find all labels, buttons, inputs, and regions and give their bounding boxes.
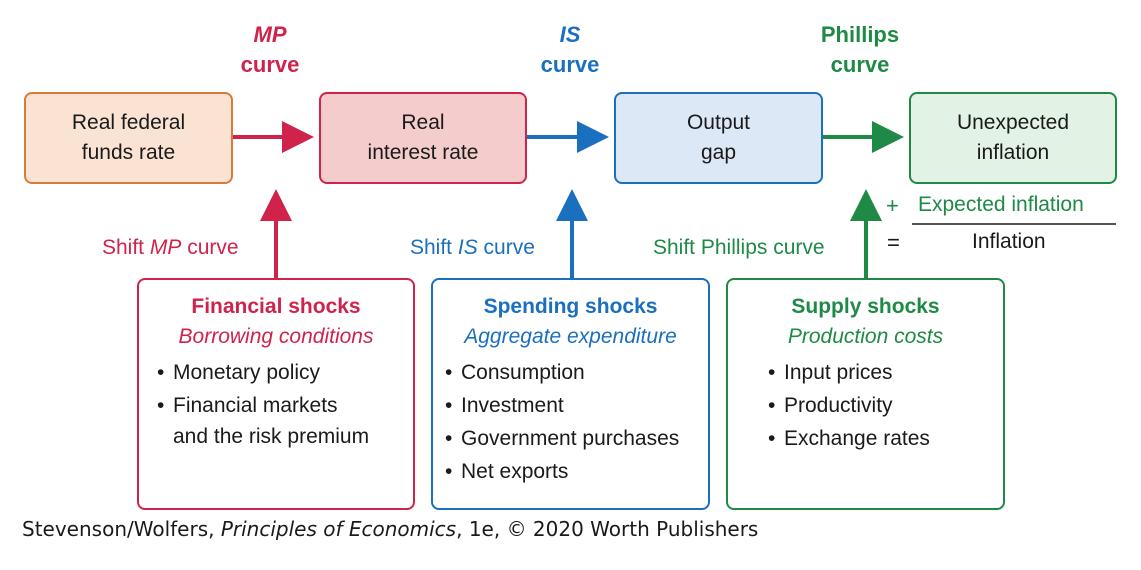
shift-suffix: curve xyxy=(181,236,239,259)
box-line: gap xyxy=(700,141,737,164)
spending-shocks-title: Spending shocks xyxy=(483,295,658,318)
list-item-text: Monetary policy xyxy=(173,361,321,384)
list-item: Productivity xyxy=(768,389,1003,422)
shift-is-curve-label: Shift IS curve xyxy=(410,236,535,260)
list-item-text: Input prices xyxy=(784,361,893,384)
shift-mp-curve-label: Shift MP curve xyxy=(102,236,239,260)
shift-suffix: curve xyxy=(477,236,535,259)
caption-authors: Stevenson/Wolfers, xyxy=(22,517,221,541)
real-federal-funds-rate-box: Real federal funds rate xyxy=(24,92,233,184)
source-caption: Stevenson/Wolfers, Principles of Economi… xyxy=(22,517,758,541)
caption-book-title: Principles of Economics xyxy=(220,517,457,541)
supply-shocks-list: Input prices Productivity Exchange rates xyxy=(728,356,1003,455)
phillips-curve-name: Phillips xyxy=(820,22,900,47)
phillips-curve-label: Phillips curve xyxy=(800,20,920,80)
caption-rest: , 1e, © 2020 Worth Publishers xyxy=(456,517,759,541)
spending-shocks-list: Consumption Investment Government purcha… xyxy=(433,356,708,488)
list-item: Input prices xyxy=(768,356,1003,389)
list-item: Exchange rates xyxy=(768,422,1003,455)
shift-prefix: Shift xyxy=(410,236,458,259)
is-curve-suffix: curve xyxy=(540,52,600,77)
shift-mp-name: MP xyxy=(149,236,182,259)
box-line: funds rate xyxy=(81,141,176,164)
list-item: Consumption xyxy=(445,356,708,389)
spending-shocks-subtitle: Aggregate expenditure xyxy=(464,325,677,348)
box-line: interest rate xyxy=(367,141,479,164)
inflation-label: Inflation xyxy=(972,230,1046,253)
box-line: Unexpected xyxy=(956,111,1070,134)
mp-curve-name: MP xyxy=(253,22,287,47)
plus-sign: + xyxy=(886,193,899,218)
shift-phillips-curve-label: Shift Phillips curve xyxy=(653,236,825,259)
financial-shocks-box: Financial shocks Borrowing conditions Mo… xyxy=(137,278,415,510)
supply-shocks-subtitle: Production costs xyxy=(787,325,944,348)
financial-shocks-subtitle: Borrowing conditions xyxy=(178,325,374,348)
list-item-text: Consumption xyxy=(461,361,585,384)
box-line: inflation xyxy=(976,141,1050,164)
shift-prefix: Shift xyxy=(102,236,150,259)
list-item: Financial markets and the risk premium xyxy=(157,389,413,452)
list-item-text: Exchange rates xyxy=(784,427,930,450)
expected-inflation-label: Expected inflation xyxy=(918,193,1084,216)
box-line: Output xyxy=(686,111,751,134)
list-item: Government purchases xyxy=(445,422,708,455)
unexpected-inflation-box: Unexpected inflation xyxy=(909,92,1117,184)
phillips-curve-suffix: curve xyxy=(830,52,890,77)
list-item: Net exports xyxy=(445,455,708,488)
supply-shocks-title: Supply shocks xyxy=(791,295,940,318)
supply-shocks-box: Supply shocks Production costs Input pri… xyxy=(726,278,1005,510)
list-item-text: Investment xyxy=(461,394,564,417)
list-item-text: Financial markets xyxy=(173,394,338,417)
shift-is-name: IS xyxy=(457,236,478,259)
box-line: Real federal xyxy=(71,111,186,134)
equals-sign: = xyxy=(887,230,900,255)
output-gap-box: Output gap xyxy=(614,92,823,184)
box-line: Real xyxy=(401,111,445,134)
financial-shocks-list: Monetary policy Financial markets and the… xyxy=(139,356,413,452)
mp-curve-suffix: curve xyxy=(240,52,300,77)
list-item-text: Net exports xyxy=(461,460,569,483)
spending-shocks-box: Spending shocks Aggregate expenditure Co… xyxy=(431,278,710,510)
list-item: Investment xyxy=(445,389,708,422)
list-item: Monetary policy xyxy=(157,356,413,389)
is-curve-name: IS xyxy=(559,22,581,47)
real-interest-rate-box: Real interest rate xyxy=(319,92,527,184)
list-item-text-continued: and the risk premium xyxy=(173,425,370,448)
list-item-text: Government purchases xyxy=(461,427,680,450)
list-item-text: Productivity xyxy=(784,394,893,417)
financial-shocks-title: Financial shocks xyxy=(191,295,361,318)
mp-curve-label: MP curve xyxy=(224,20,316,80)
is-curve-label: IS curve xyxy=(524,20,616,80)
